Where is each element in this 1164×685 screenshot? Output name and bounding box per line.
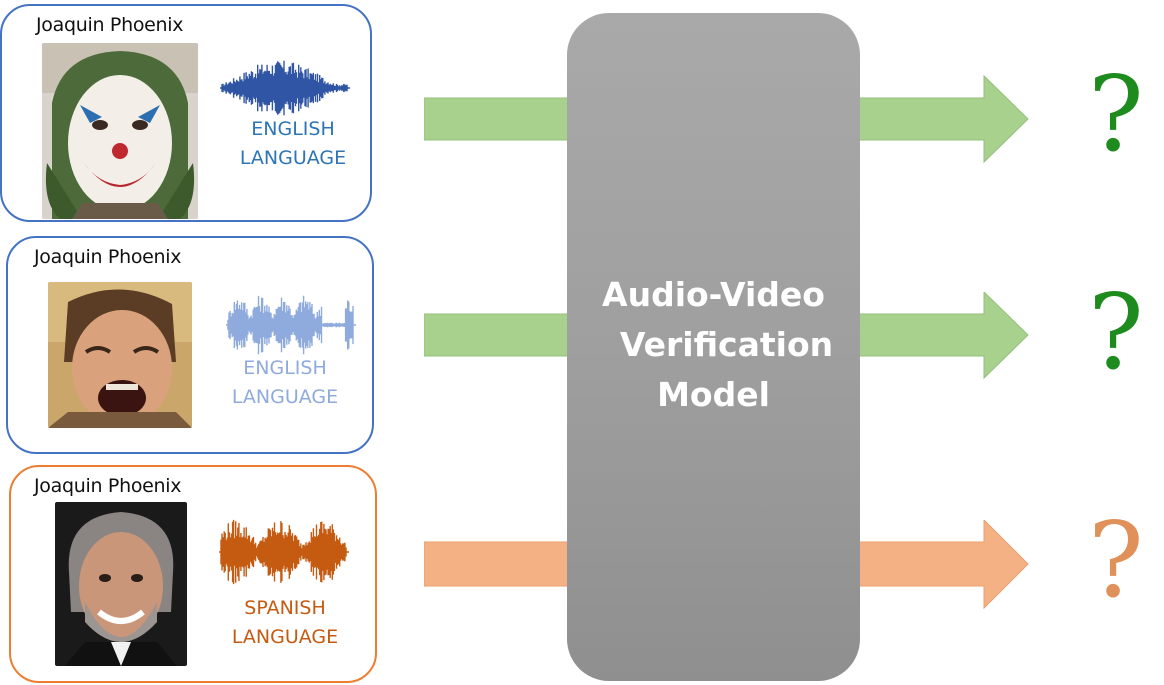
verification-model-box: Audio-Video Verification Model [567, 13, 860, 681]
output-question-3: ? [1088, 499, 1144, 621]
face-photo-laughing [48, 282, 192, 428]
model-label: Audio-Video Verification Model [602, 275, 834, 414]
waveform-path [220, 519, 347, 585]
language-label: SPANISH LANGUAGE [231, 597, 339, 648]
output-question-1: ? [1088, 53, 1144, 175]
audio-waveform-icon [220, 60, 350, 116]
person-name: Joaquin Phoenix [36, 14, 184, 36]
audio-waveform-icon [226, 295, 356, 355]
input-card-1: Joaquin Phoenix ENGLISH LANGUAGE [0, 4, 372, 222]
face-photo-smiling [55, 502, 187, 666]
input-card-3: Joaquin Phoenix SPANISH LANGUAGE [9, 465, 377, 683]
person-name: Joaquin Phoenix [34, 246, 182, 268]
language-label: ENGLISH LANGUAGE [239, 118, 347, 169]
audio-waveform-icon [219, 519, 349, 585]
language-label: ENGLISH LANGUAGE [231, 357, 339, 408]
waveform-path [227, 295, 354, 355]
output-question-2: ? [1088, 271, 1144, 393]
input-card-2: Joaquin Phoenix ENGLISH LANGUAGE [6, 236, 374, 454]
face-photo-joker [42, 43, 198, 219]
waveform-path [221, 60, 348, 116]
person-name: Joaquin Phoenix [34, 475, 182, 497]
